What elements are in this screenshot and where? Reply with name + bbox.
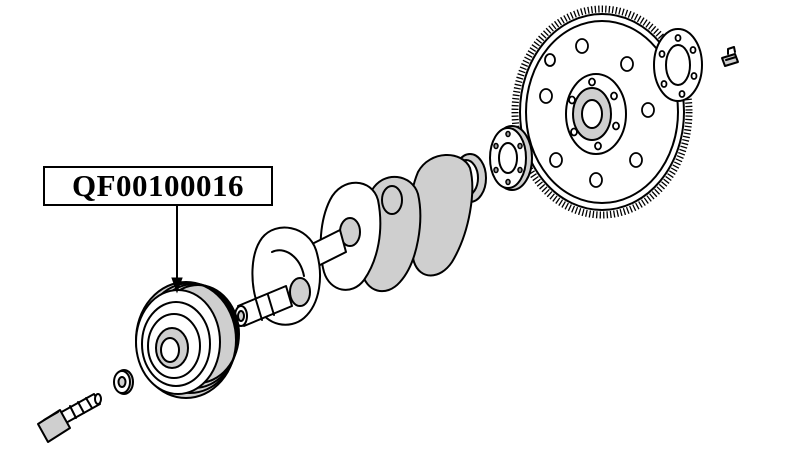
part-number-label: QF00100016 [43, 166, 273, 206]
flywheel-bolt [721, 46, 739, 67]
flywheel-ring-gear [511, 5, 693, 219]
crankshaft-pulley [135, 281, 240, 399]
reinforcement-plate [653, 28, 703, 102]
drive-plate-spacer [489, 125, 533, 191]
callout-arrow [171, 206, 183, 294]
crankshaft [234, 153, 487, 327]
washer [113, 369, 134, 395]
pulley-bolt [37, 393, 102, 443]
